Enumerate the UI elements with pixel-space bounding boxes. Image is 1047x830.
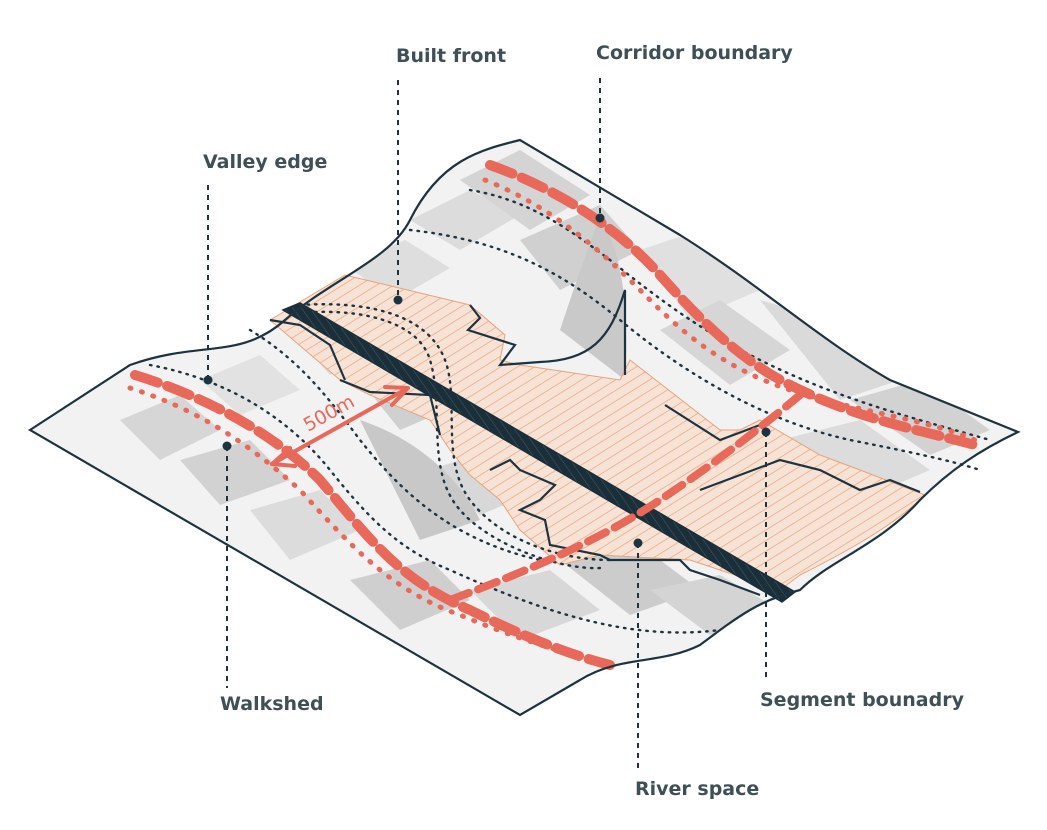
label-corridor-boundary: Corridor boundary xyxy=(596,42,793,64)
leader-dot xyxy=(223,442,232,451)
terrain-surface xyxy=(30,140,1018,715)
leader-dot xyxy=(394,296,403,305)
leader-dot xyxy=(762,428,771,437)
label-valley-edge: Valley edge xyxy=(203,151,327,173)
leader-dot xyxy=(634,539,643,548)
leader-dot xyxy=(596,214,605,223)
leader-dot xyxy=(204,376,213,385)
label-walkshed: Walkshed xyxy=(220,693,324,715)
label-segment-boundary: Segment bounadry xyxy=(760,689,965,711)
label-river-space: River space xyxy=(635,778,759,800)
label-built-front: Built front xyxy=(396,45,506,67)
